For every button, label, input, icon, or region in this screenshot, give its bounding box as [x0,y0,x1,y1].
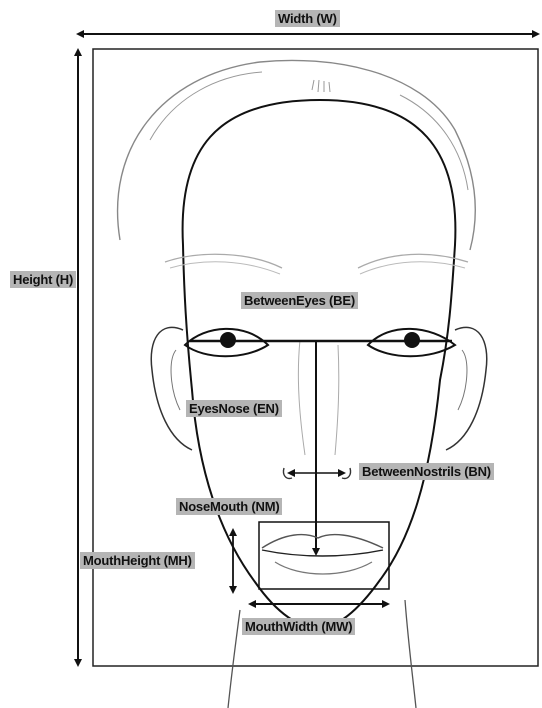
width-label: Width (W) [275,10,340,27]
neck [228,600,416,708]
mouth-width-label: MouthWidth (MW) [242,618,355,635]
mouth-height-label: MouthHeight (MH) [80,552,195,569]
right-eyebrow [358,254,468,268]
lips [262,535,383,548]
eyes-nose-label: EyesNose (EN) [186,400,282,417]
face-outline [183,100,456,628]
nose-mouth-label: NoseMouth (NM) [176,498,282,515]
height-label: Height (H) [10,271,76,288]
hair-outline [118,60,476,250]
between-nostrils-label: BetweenNostrils (BN) [359,463,494,480]
between-eyes-label: BetweenEyes (BE) [241,292,358,309]
